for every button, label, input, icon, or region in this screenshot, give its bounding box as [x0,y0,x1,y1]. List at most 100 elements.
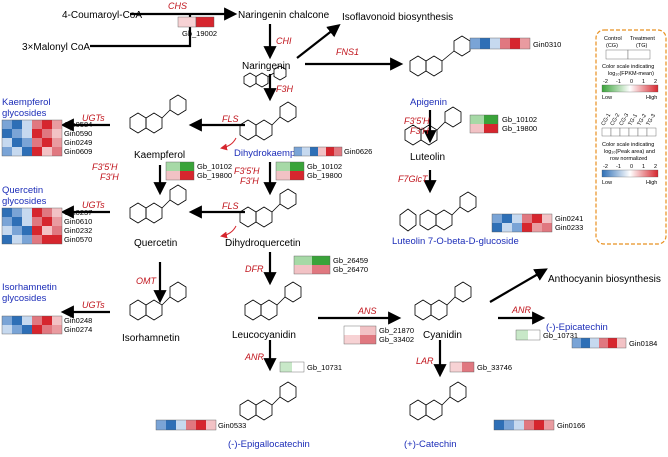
fls-curved-arrow-2 [220,225,237,239]
gene-gb10102-b: Gb_10102 [197,162,232,171]
structure-luteolin-glucoside [399,191,477,232]
label-quercetin-glycosides-2: glycosides [2,196,47,207]
enzyme-f3p5ph-1: F3'5'H [404,116,430,126]
enzyme-fls-2: FLS [222,201,239,211]
enzyme-f3ph-2: F3'H [100,172,119,182]
gene-gb10731-b: Gb_10731 [307,363,342,372]
gene-gb26459: Gb_26459 [333,256,368,265]
heatmap-luteolin-glucoside: Gin0241 Gin0233 [491,213,583,233]
structure-apigenin [409,35,471,77]
structure-quercetin [129,184,187,224]
label-epicatechin: (-)-Epicatechin [546,322,608,333]
label-catechin: (+)-Catechin [404,439,457,450]
enzyme-anr-2: ANR [511,305,532,315]
enzyme-f7glct: F7GlcT [398,174,429,184]
gene-gb10102-c: Gb_10102 [307,162,342,171]
gene-gin0590: Gin0590 [64,129,92,138]
label-luteolin: Luteolin [410,152,445,163]
legend-desc2-3: row normalized [610,156,647,162]
heatmap-dfr: Gb_26459 Gb_26470 [293,255,368,275]
legend-tick1-2: 0 [630,79,633,85]
legend-tick2-4: 2 [654,164,657,170]
structure-catechin [409,381,467,421]
legend-tick2-0: -2 [603,164,608,170]
heatmap-isorhamnetin-glycosides: Gin0248 Gin0274 [1,315,92,335]
structure-dihydrokaempferol [239,101,297,141]
gene-gin0233: Gin0233 [555,223,583,232]
heatmap-gin0184: Gin0184 [571,337,657,349]
legend-tick1-3: 1 [642,79,645,85]
legend-tick2-1: -1 [616,164,621,170]
heatmap-gb33746: Gb_33746 [449,361,512,373]
gene-gb10731-a: Gb_10731 [543,331,578,340]
structure-epigallocatechin [239,381,297,421]
label-kaempferol-glycosides-2: glycosides [2,108,47,119]
gene-gin0248: Gin0248 [64,316,92,325]
legend: Control (CG) Treatment (TG) Color scale … [595,29,667,245]
legend-treatment: Treatment [630,36,655,42]
enzyme-ugts-1: UGTs [82,113,105,123]
enzyme-ugts-3: UGTs [82,300,105,310]
structure-cyanidin [414,281,472,321]
heatmap-gin0533: Gin0533 [155,419,246,431]
compound-labels: 4-Coumaroyl-CoA 3×Malonyl CoA Naringenin… [2,10,661,450]
legend-scale-peak [601,169,659,178]
gene-gin0249: Gin0249 [64,138,92,147]
label-quercetin-glycosides-1: Quercetin [2,185,43,196]
arrow-naringenin-to-isoflavonoid [296,23,341,59]
enzyme-dfr: DFR [245,264,264,274]
gene-gb26470: Gb_26470 [333,265,368,274]
legend-scale-fpkm [601,84,659,93]
legend-tg: (TG) [636,43,647,49]
gene-gin0232: Gin0232 [64,226,92,235]
gene-gin0274: Gin0274 [64,325,92,334]
label-luteolin-glucoside: Luteolin 7-O-beta-D-glucoside [392,236,519,247]
gene-gb19800-a: Gb_19800 [502,124,537,133]
heatmap-gb10731-b: Gb_10731 [279,361,342,373]
structure-leucocyanidin [244,281,302,321]
gene-gin0241: Gin0241 [555,214,583,223]
gene-gin0533: Gin0533 [218,421,246,430]
label-kaempferol: Kaempferol [134,150,185,161]
heatmap-gb10102-a: Gb_10102 Gb_19800 [469,114,537,134]
gene-gb19800-c: Gb_19800 [307,171,342,180]
gene-gb33402: Gb_33402 [379,335,414,344]
arrow-cyanidin-to-anthocyanin [489,268,548,303]
enzyme-f3p5ph-2: F3'5'H [92,162,118,172]
heatmap-ans: Gb_21870 Gb_33402 [343,325,414,345]
gene-gb21870: Gb_21870 [379,326,414,335]
heatmap-gin0166: Gin0166 [493,419,585,431]
legend-sample-0: CG-1 [601,113,613,127]
legend-sample-1: CG-2 [610,113,622,127]
enzyme-chi: CHI [276,36,292,46]
label-apigenin: Apigenin [410,97,447,108]
structure-isorhamnetin [129,281,187,321]
label-isorhamnetin-glycosides-2: glycosides [2,293,47,304]
gene-heatmaps: Gb_19002 Gin0310 Gb_10102 Gb_19800 [1,16,657,431]
label-leucocyanidin: Leucocyanidin [232,330,296,341]
label-naringenin-chalcone: Naringenin chalcone [238,10,330,21]
label-epigallocatechin: (-)-Epigallocatechin [228,439,310,450]
label-kaempferol-glycosides-1: Kaempferol [2,97,51,108]
legend-sample-4: TG-2 [637,113,648,127]
heatmap-gb10102-c: Gb_10102 Gb_19800 [275,161,342,181]
legend-high2: High [646,180,657,186]
gene-gb33746: Gb_33746 [477,363,512,372]
heatmap-gin0626: Gin0626 [293,146,372,157]
label-isoflavonoid: Isoflavonoid biosynthesis [342,12,453,23]
enzyme-chs: CHS [168,1,187,11]
structure-dihydroquercetin [239,188,297,228]
legend-high1: High [646,95,657,101]
label-isorhamnetin-glycosides-1: Isorhamnetin [2,282,57,293]
enzyme-anr-1: ANR [244,352,265,362]
legend-low1: Low [602,95,612,101]
label-isorhamnetin: Isorhamnetin [122,333,180,344]
legend-tick1-4: 2 [654,79,657,85]
label-malonyl-coa: 3×Malonyl CoA [22,42,90,53]
gene-gb19002: Gb_19002 [182,29,217,38]
legend-border [595,29,667,245]
gene-gb10102-a: Gb_10102 [502,115,537,124]
heatmap-gb10102-b: Gb_10102 Gb_19800 [165,161,232,181]
